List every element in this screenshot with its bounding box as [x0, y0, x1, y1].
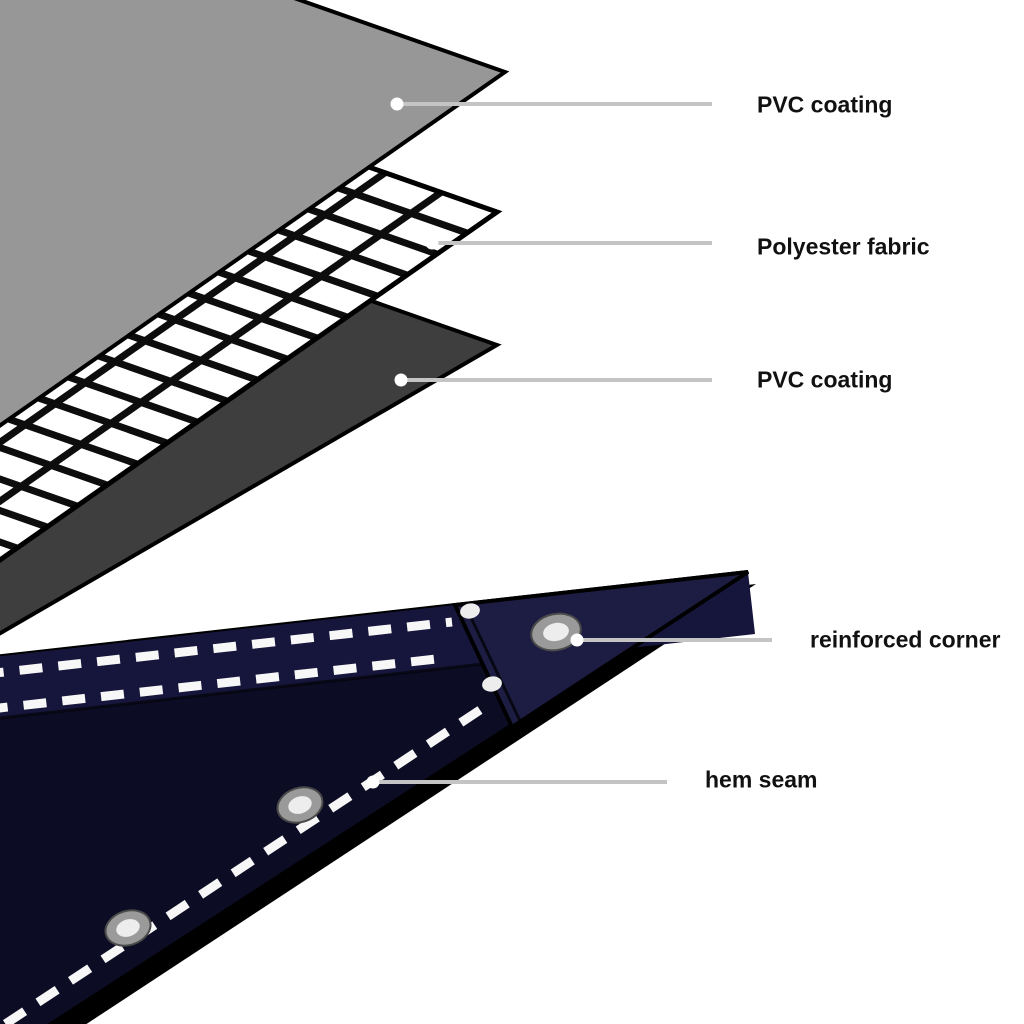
- leader-dot-reinforced-corner: [570, 633, 584, 647]
- corner-grommet: [530, 612, 582, 652]
- grommet-hole: [543, 622, 569, 642]
- callout-label-reinforced-corner: reinforced corner: [810, 626, 1001, 653]
- callout-label-pvc-coating-top: PVC coating: [757, 91, 893, 118]
- hem-fold-line: [0, 662, 484, 720]
- pvc-top-sheet: [0, 0, 510, 428]
- corner-eyelet-small-1: [460, 603, 480, 619]
- mesh-grid-line: [0, 127, 448, 667]
- grommet-hole: [116, 919, 140, 937]
- stitch-row-bottom: [0, 706, 483, 1024]
- callout-label-hem-seam: hem seam: [705, 766, 818, 793]
- callout-label-polyester-fabric: Polyester fabric: [757, 233, 930, 260]
- callout-label-pvc-coating-bottom: PVC coating: [757, 366, 893, 393]
- leader-dot-pvc-bottom: [394, 373, 408, 387]
- corner-seam: [464, 606, 523, 724]
- stitch-row-top-2: [0, 653, 446, 713]
- stitch-row-top-1: [0, 617, 453, 678]
- hem-grommet-2: [104, 909, 152, 947]
- corner-eyelet-small-2: [482, 676, 502, 692]
- grommet-hole: [288, 796, 312, 814]
- leader-dot-hem-seam: [366, 775, 380, 789]
- reinforced-corner-patch: [452, 570, 750, 730]
- hem-grommet-1: [276, 786, 324, 824]
- mesh-grid-line: [0, 147, 497, 667]
- leader-dot-pvc-top: [390, 97, 404, 111]
- leader-dot-polyester: [425, 236, 439, 250]
- callout-leaders: [366, 97, 772, 789]
- tarp-layer: [0, 570, 756, 1024]
